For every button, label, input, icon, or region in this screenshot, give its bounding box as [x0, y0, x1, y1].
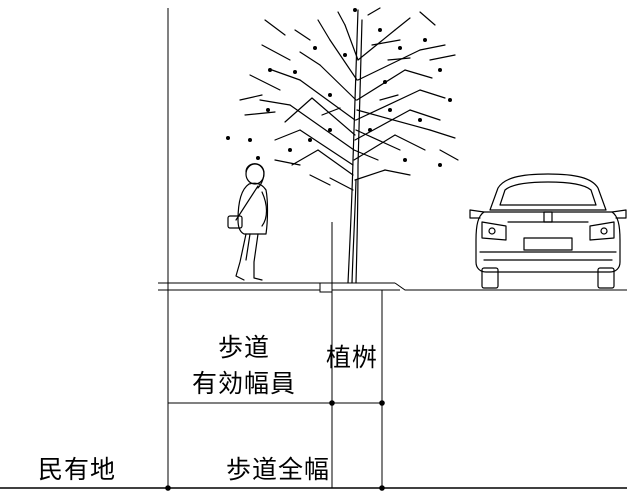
planter-label: 植桝: [326, 343, 378, 372]
planter-curb: [319, 282, 333, 293]
sidewalk-label-line2: 有効幅員: [192, 369, 296, 398]
street-tree-icon: [226, 7, 459, 284]
dimension-dot: [379, 485, 385, 491]
car-rear-view-icon: [469, 173, 627, 289]
private-land-label: 民有地: [38, 455, 116, 484]
structure-lines: [0, 8, 627, 491]
sidewalk-total-width-label: 歩道全幅: [226, 455, 330, 484]
dimension-dot: [379, 400, 385, 406]
sidewalk-label-line1: 歩道: [218, 333, 270, 362]
dimension-dot: [165, 485, 171, 491]
dimension-dot: [329, 400, 335, 406]
road-surface: [394, 282, 627, 291]
pedestrian-woman-icon: [227, 163, 269, 281]
